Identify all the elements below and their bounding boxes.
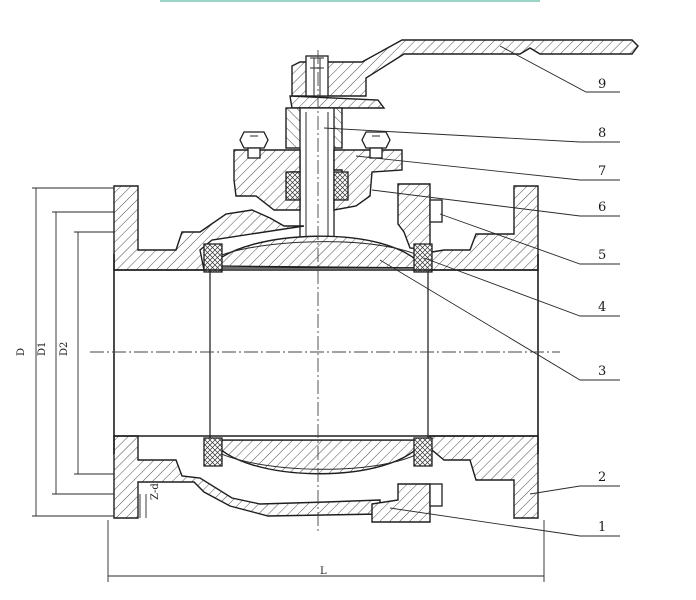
ball <box>207 235 431 475</box>
seat-rings <box>203 243 433 467</box>
dim-bolt-label: Z-d <box>150 483 161 500</box>
gland-assembly <box>233 131 403 211</box>
part-label-8: 8 <box>598 126 606 141</box>
bore-outline <box>113 254 539 454</box>
leader-lines <box>323 45 620 537</box>
handle-lever <box>289 39 639 109</box>
part-label-4: 4 <box>598 300 606 315</box>
part-label-1: 1 <box>598 520 606 535</box>
dim-d1-label: D1 <box>37 342 48 356</box>
part-label-5: 5 <box>598 248 606 263</box>
dim-l-label: L <box>320 566 327 577</box>
part-label-3: 3 <box>598 364 606 379</box>
part-label-2: 2 <box>598 470 606 485</box>
part-label-7: 7 <box>598 164 606 179</box>
dimension-lines <box>32 187 545 582</box>
part-label-6: 6 <box>598 200 606 215</box>
part-label-9: 9 <box>598 77 606 92</box>
dim-d-label: D <box>16 348 27 356</box>
dim-d2-label: D2 <box>59 342 70 356</box>
